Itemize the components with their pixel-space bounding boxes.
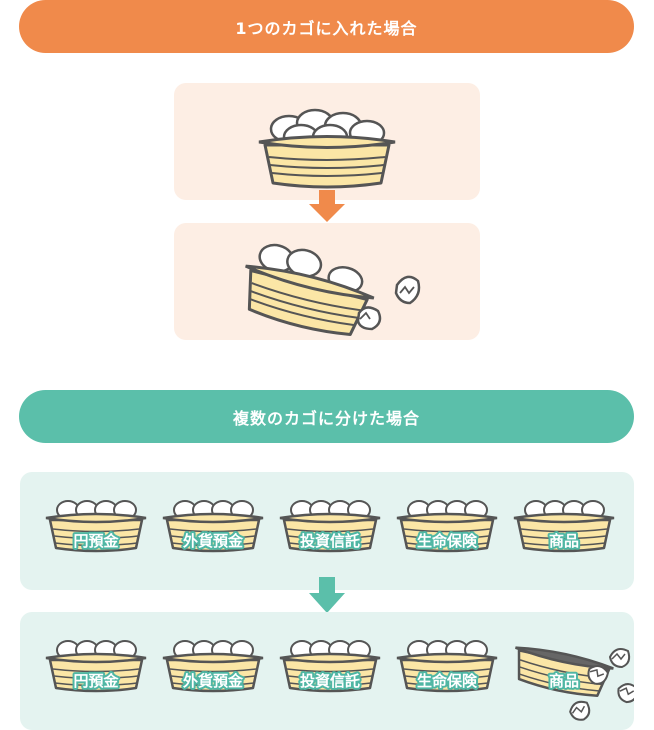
broken-eggshell-icon (569, 648, 634, 721)
single-basket-before-panel (174, 83, 480, 200)
basket-label: 生命保険 (417, 672, 478, 690)
egg-basket-icon (515, 646, 614, 697)
egg-basket-icon (45, 500, 147, 553)
basket-label: 外貨預金 (182, 672, 244, 690)
basket-label: 投資信託 (300, 532, 360, 550)
basket-row-after: 円預金 外貨預金 投資信託 生命保険 商品 (45, 640, 634, 721)
multi-basket-before-panel: 円預金 外貨預金 投資信託 生命保険 商品 (20, 472, 634, 590)
down-arrow-icon (309, 577, 345, 613)
egg-basket-icon (258, 108, 396, 189)
egg-basket-icon (162, 640, 264, 693)
basket-label: 円預金 (73, 532, 119, 550)
egg-basket-icon (279, 500, 381, 553)
basket-row-before: 円預金 外貨預金 投資信託 生命保険 商品 (45, 500, 615, 553)
broken-eggshell-icon (356, 275, 421, 331)
basket-label: 外貨預金 (182, 532, 244, 550)
egg-basket-icon (396, 640, 498, 693)
multi-basket-title: 複数のカゴに分けた場合 (232, 408, 420, 428)
single-basket-banner: 1つのカゴに入れた場合 (19, 0, 634, 53)
egg-basket-icon (396, 500, 498, 553)
egg-basket-icon (162, 500, 264, 553)
basket-label: 生命保険 (417, 532, 478, 550)
down-arrow-icon (309, 190, 345, 222)
basket-label: 円預金 (73, 672, 119, 690)
basket-label: 商品 (549, 672, 579, 690)
basket-label: 商品 (549, 532, 579, 550)
multi-basket-banner: 複数のカゴに分けた場合 (19, 390, 634, 443)
egg-basket-icon (279, 640, 381, 693)
basket-label: 投資信託 (300, 672, 360, 690)
egg-basket-icon (45, 640, 147, 693)
multi-basket-after-panel: 円預金 外貨預金 投資信託 生命保険 商品 (20, 612, 634, 730)
single-basket-after-panel (174, 223, 480, 340)
egg-basket-icon (513, 500, 615, 553)
single-basket-title: 1つのカゴに入れた場合 (235, 18, 418, 38)
broken-basket-illustration (245, 243, 421, 336)
